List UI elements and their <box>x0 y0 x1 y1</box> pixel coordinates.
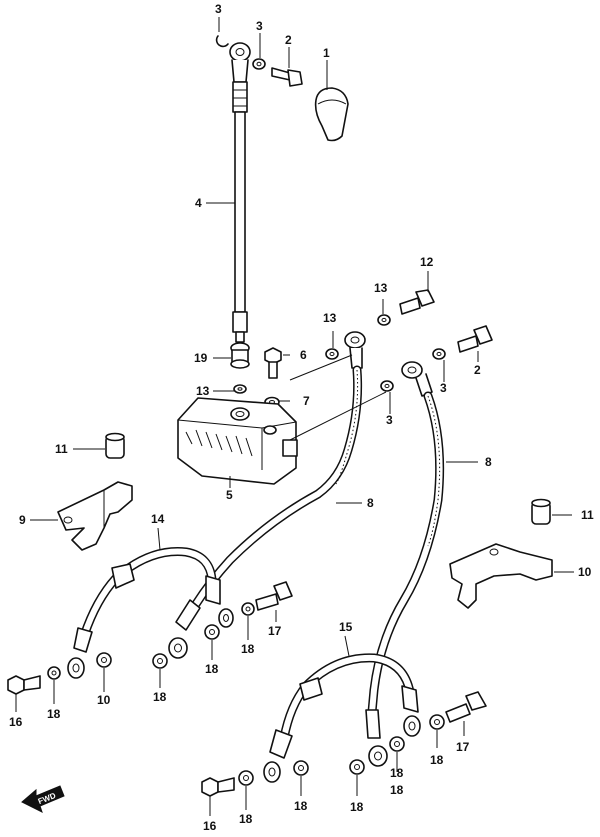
callout-18-a: 18 <box>47 707 61 721</box>
callout-labels: 3 3 2 1 4 19 13 6 7 5 11 9 13 13 12 2 3 … <box>9 2 594 833</box>
callout-11-right: 11 <box>581 508 594 522</box>
callout-16-left: 16 <box>9 715 23 729</box>
callout-17-left: 17 <box>268 624 282 638</box>
leader-lines <box>15 17 574 816</box>
part-4-brake-hose-upper <box>232 81 248 343</box>
part-13-washer-center <box>233 384 247 394</box>
callout-18-i: 18 <box>294 799 308 813</box>
callout-13-center: 13 <box>196 384 210 398</box>
part-15-brake-hose <box>263 653 421 783</box>
part-17-bolt-left <box>255 581 293 611</box>
part-13-washer-mid <box>325 348 339 360</box>
part-2-banjo-bolt-right <box>457 325 493 353</box>
part-11-grommet-right <box>531 498 551 525</box>
callout-18-c: 18 <box>205 662 219 676</box>
part-10-bracket <box>449 543 553 609</box>
part-13-washer-right <box>377 314 391 326</box>
callout-18-e: 18 <box>430 753 444 767</box>
callout-7: 7 <box>303 394 310 408</box>
callout-5: 5 <box>226 488 233 502</box>
callout-2-top: 2 <box>285 33 292 47</box>
callout-10-right: 10 <box>578 565 592 579</box>
callout-13-right: 13 <box>374 281 388 295</box>
callout-8-left: 8 <box>367 496 374 510</box>
callout-11-left: 11 <box>55 442 68 456</box>
callout-18-j: 18 <box>239 812 253 826</box>
part-19-fitting <box>230 342 250 369</box>
part-16-bolt-left <box>7 675 41 695</box>
callout-2-right: 2 <box>474 363 481 377</box>
callout-17-right: 17 <box>456 740 470 754</box>
callout-3-right: 3 <box>440 381 447 395</box>
callout-18-h: 18 <box>350 800 364 814</box>
part-5-three-way-joint <box>177 397 298 485</box>
part-16-bolt-bottom <box>201 777 235 797</box>
part-18-washers <box>47 602 445 786</box>
callout-13-mid: 13 <box>323 311 337 325</box>
callout-6: 6 <box>300 348 307 362</box>
callout-18-d: 18 <box>241 642 255 656</box>
callout-18-b: 18 <box>153 690 167 704</box>
fwd-arrow-icon: FWD <box>21 785 65 813</box>
part-8-brake-hose-left <box>168 331 366 659</box>
part-17-bolt-right <box>445 691 487 723</box>
callout-14: 14 <box>151 512 165 526</box>
part-8-brake-hose-right <box>365 361 445 767</box>
callout-9: 9 <box>19 513 26 527</box>
part-3-washer-lower <box>380 380 394 392</box>
part-2-banjo-bolt-top <box>271 67 303 87</box>
callout-18-f: 18 <box>390 766 404 780</box>
part-6-bolt <box>264 347 282 379</box>
part-12-bolt <box>399 289 435 315</box>
fwd-label: FWD <box>37 791 57 806</box>
callout-1: 1 <box>323 46 330 60</box>
callout-16-bottom: 16 <box>203 819 217 833</box>
part-1-rubber-cap <box>314 87 349 142</box>
part-3-washer-top <box>252 58 266 70</box>
callout-10-left: 10 <box>97 693 111 707</box>
callout-19: 19 <box>194 351 208 365</box>
callout-15: 15 <box>339 620 353 634</box>
callout-12: 12 <box>420 255 434 269</box>
part-3-washer-right <box>432 348 446 360</box>
part-4-upper-banjo <box>229 42 251 83</box>
callout-8-right: 8 <box>485 455 492 469</box>
callout-18-g: 18 <box>390 783 404 797</box>
callout-3-top-left: 3 <box>215 2 222 16</box>
part-9-bracket <box>57 481 133 551</box>
part-3-top-clip <box>215 35 229 48</box>
callout-4: 4 <box>195 196 202 210</box>
callout-3-lower: 3 <box>386 413 393 427</box>
part-14-brake-hose <box>67 547 234 679</box>
callout-3-top: 3 <box>256 19 263 33</box>
part-11-grommet-left <box>105 432 125 459</box>
